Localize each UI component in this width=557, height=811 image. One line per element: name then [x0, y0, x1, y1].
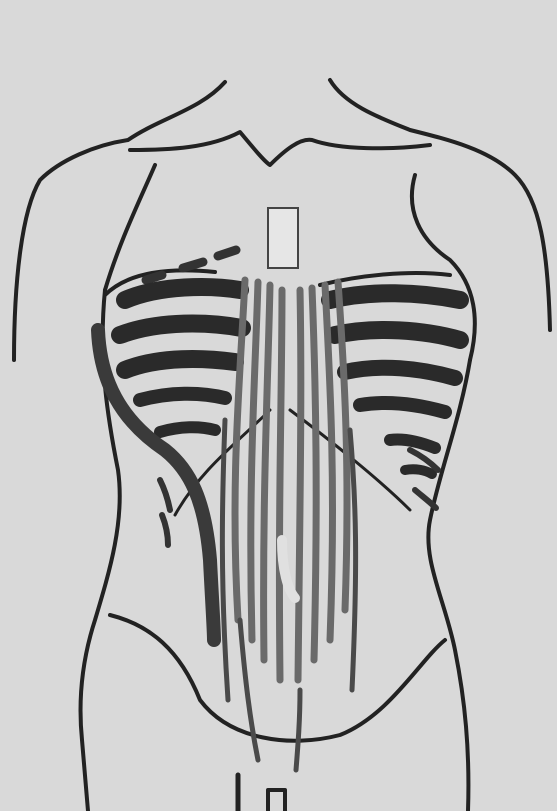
sternum-manubrium: [268, 208, 298, 268]
